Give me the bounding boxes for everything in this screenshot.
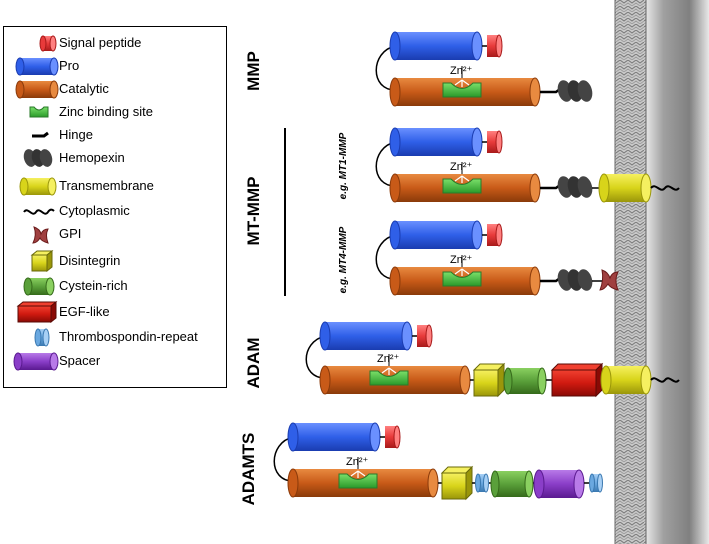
disintegrin-icon — [30, 250, 54, 272]
legend-label: Catalytic — [59, 81, 109, 96]
legend-item-catalytic: Catalytic — [4, 78, 224, 100]
mt-mmp-group-label: MT-MMP — [244, 176, 263, 246]
zinc-ion-label: Zn²⁺ — [450, 65, 473, 77]
legend-label: GPI — [59, 226, 82, 241]
legend-item-gpi: GPI — [4, 223, 224, 245]
legend-item-thrombospondin-repeat: Thrombospondin-repeat — [4, 326, 224, 348]
zinc-binding-site-icon — [29, 106, 49, 118]
legend-label: Signal peptide — [59, 35, 142, 50]
legend-label: Hinge — [59, 127, 93, 142]
zinc-ion-label: Zn²⁺ — [450, 254, 473, 266]
zinc-ion-label: Zn²⁺ — [450, 161, 473, 173]
adam-structure — [305, 321, 680, 398]
mt4-mmp-example-label: e.g. MT4-MMP — [338, 226, 349, 294]
legend-item-zinc-binding-site: Zinc binding site — [4, 101, 224, 123]
adam-group-label: ADAM — [244, 337, 263, 389]
adamts-group-label: ADAMTS — [239, 432, 258, 506]
hemopexin-icon — [23, 149, 53, 167]
legend-label: Thrombospondin-repeat — [59, 329, 198, 344]
legend-item-cystein-rich: Cystein-rich — [4, 275, 224, 297]
egf-like-icon — [16, 301, 58, 323]
cell-membrane — [614, 0, 709, 544]
legend-label: Zinc binding site — [59, 104, 153, 119]
mmp-structure — [375, 31, 593, 107]
legend-label: Spacer — [59, 353, 101, 368]
pro-domain-icon — [15, 57, 59, 76]
mt1-mmp-example-label: e.g. MT1-MMP — [338, 132, 349, 200]
legend-item-spacer: Spacer — [4, 350, 224, 372]
legend-item-transmembrane: Transmembrane — [4, 175, 224, 197]
transmembrane-icon — [19, 177, 57, 196]
zinc-ion-label: Zn²⁺ — [346, 456, 369, 468]
mmp-group-label: MMP — [244, 51, 263, 91]
legend-label: Cytoplasmic — [59, 203, 130, 218]
legend-label: Transmembrane — [59, 178, 154, 193]
legend-item-hemopexin: Hemopexin — [4, 147, 224, 169]
legend-label: Cystein-rich — [59, 278, 128, 293]
legend-label: Pro — [59, 58, 80, 73]
spacer-icon — [13, 352, 59, 371]
zinc-ion-label: Zn²⁺ — [377, 353, 400, 365]
legend-item-cytoplasmic: Cytoplasmic — [4, 200, 224, 222]
signal-peptide-icon — [39, 35, 57, 52]
cytoplasmic-tail-icon — [23, 208, 55, 215]
mt4-mmp-structure — [375, 220, 619, 296]
thrombospondin-repeat-icon — [34, 328, 50, 347]
legend-item-pro: Pro — [4, 55, 224, 77]
catalytic-domain-icon — [15, 80, 59, 99]
legend-item-signal-peptide: Signal peptide — [4, 32, 224, 54]
legend-item-egf-like: EGF-like — [4, 301, 224, 323]
gpi-anchor-icon — [32, 226, 49, 244]
legend-label: Disintegrin — [59, 253, 121, 268]
adamts-structure — [273, 422, 603, 501]
legend-label: EGF-like — [59, 304, 110, 319]
hinge-icon — [32, 131, 49, 138]
cystein-rich-icon — [23, 277, 55, 296]
mt1-mmp-structure — [375, 127, 680, 203]
legend: Signal peptide Pro Catalytic Zinc bindin… — [3, 26, 227, 388]
legend-item-hinge: Hinge — [4, 124, 224, 146]
legend-label: Hemopexin — [59, 150, 125, 165]
legend-item-disintegrin: Disintegrin — [4, 250, 224, 272]
